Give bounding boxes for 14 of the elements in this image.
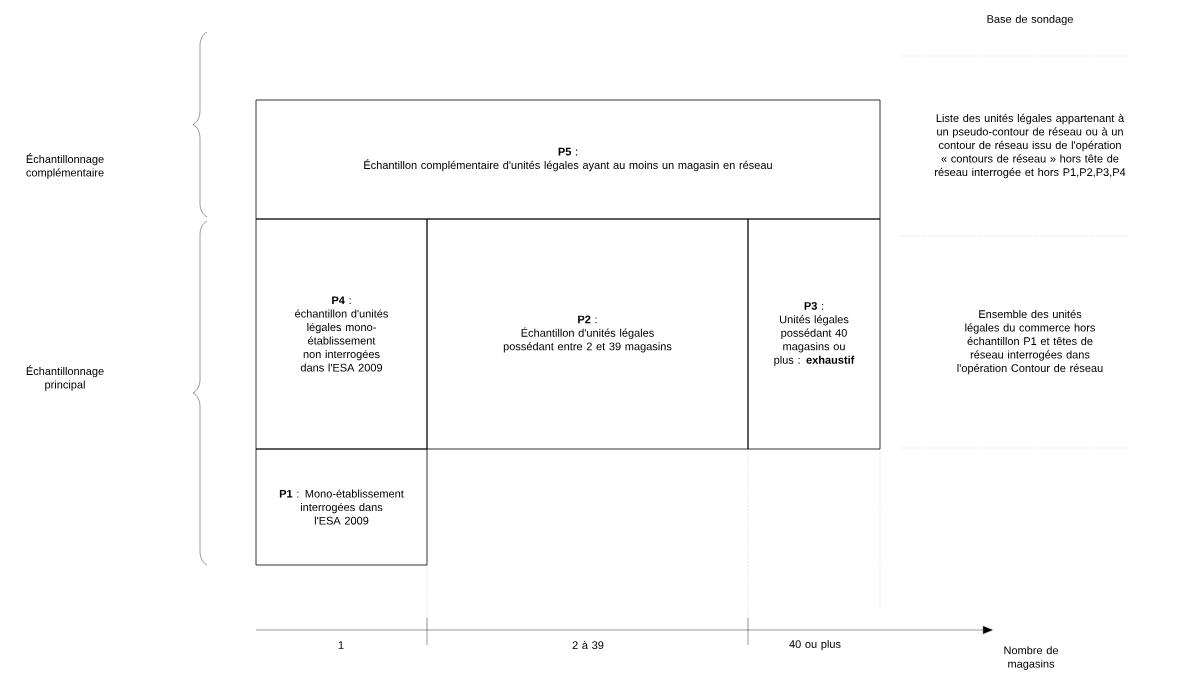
label-text: 1 bbox=[338, 641, 344, 649]
cell-box: P2 : Échantillon d'unités légales possédant entre 2 et 39 magasins bbox=[426, 218, 749, 450]
label-text: Ensemble des unités légales du commerce hors échantillon P1 et têtes de réseau interrogées dans l'opération Contour de réseau bbox=[957, 309, 1103, 375]
cell-box: P5 : Échantillon complémentaire d'unités légales ayant au moins un magasin en réseau bbox=[255, 99, 881, 220]
cell-box: P3 : Unités légales possédant 40 magasins ou plus : exhaustif bbox=[747, 218, 881, 450]
label-text: Nombre de magasins bbox=[1004, 646, 1059, 670]
label-text: Échantillonnage complémentaire bbox=[26, 153, 104, 179]
label-text: Échantillonnage principal bbox=[26, 365, 104, 391]
cell-box: P1 : Mono-établissement interrogées dans l'ESA 2009 bbox=[255, 448, 428, 566]
cell-box: P4 : échantillon d'unités légales mono-établissement non interrogées dans l'ESA 2009 bbox=[255, 218, 428, 450]
label-text: 40 ou plus bbox=[789, 639, 841, 651]
label-text: Liste des unités légales appartenant à un pseudo-contour de réseau ou à un contour de réseau issu de l'opération « contours de réseau » hors tête de réseau interrogée et hors P1,P2,P3,P4 bbox=[935, 113, 1126, 179]
label-text: 2 à 39 bbox=[572, 640, 604, 650]
label-text: Base de sondage bbox=[987, 14, 1073, 26]
